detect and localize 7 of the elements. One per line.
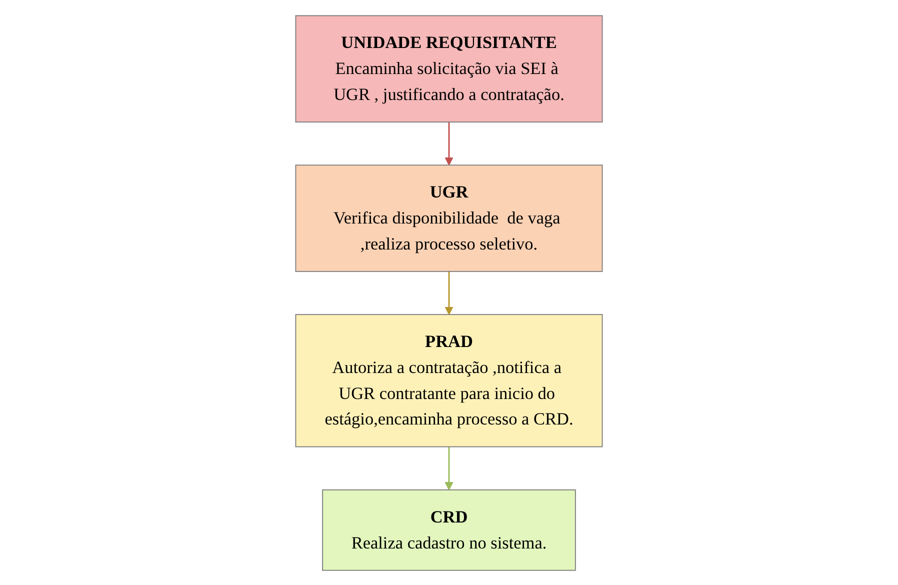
node-box — [295, 164, 603, 272]
arrow — [444, 446, 454, 490]
node-box — [322, 488, 576, 570]
node-box — [295, 14, 603, 122]
node-box — [295, 314, 603, 447]
arrow — [444, 122, 454, 165]
arrow — [444, 270, 454, 314]
